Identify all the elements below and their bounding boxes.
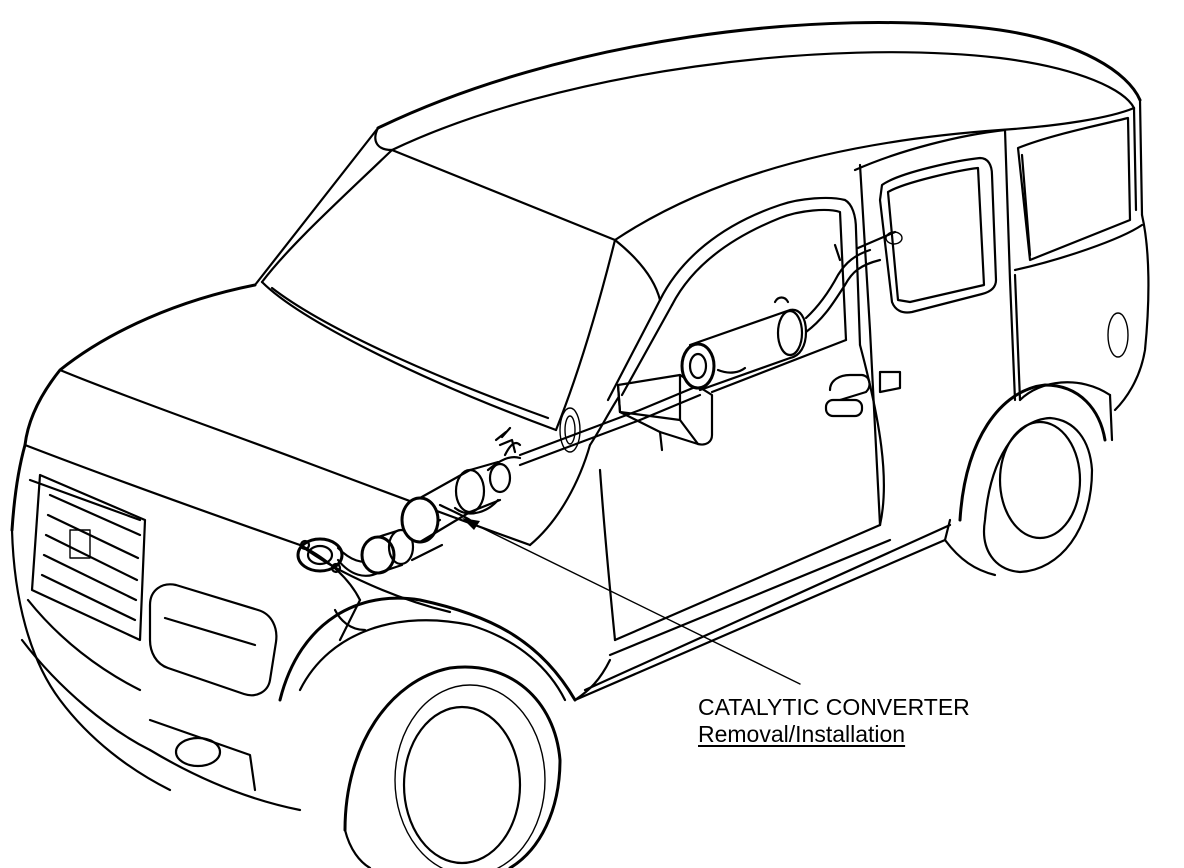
rear-wheel <box>943 383 1107 577</box>
front-grille <box>10 443 302 812</box>
exhaust-flange <box>296 537 344 574</box>
rear-quarter-window <box>1016 116 1132 262</box>
muffler <box>680 308 808 392</box>
front-fender <box>278 543 612 702</box>
headlight <box>148 583 278 697</box>
callout-leader <box>462 518 801 685</box>
fog-light <box>148 718 257 792</box>
rear-body <box>1013 213 1150 442</box>
callout-title: CATALYTIC CONVERTER <box>698 694 970 720</box>
catalytic-converter-callout: CATALYTIC CONVERTER Removal/Installation <box>698 694 970 748</box>
a-pillar <box>588 238 662 447</box>
exhaust-system <box>296 230 903 577</box>
front-wheel <box>343 665 562 868</box>
windshield <box>260 148 617 432</box>
rocker-panel <box>573 523 952 702</box>
rear-door <box>853 128 1017 527</box>
rear-door-window <box>878 156 998 314</box>
removal-installation-link[interactable]: Removal/Installation <box>698 721 906 747</box>
catalytic-converter-main <box>400 460 502 544</box>
hood <box>23 283 592 614</box>
door-handles <box>824 370 902 418</box>
front-door <box>598 196 892 657</box>
